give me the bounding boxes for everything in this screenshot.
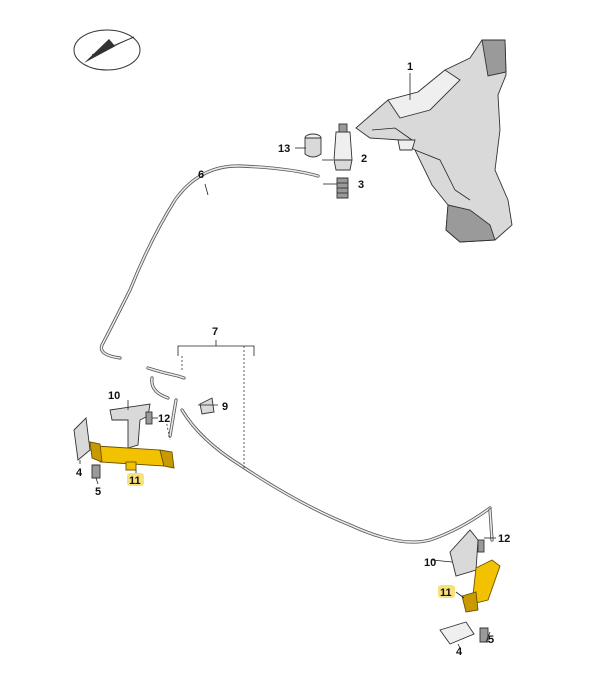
- hose-clip: [199, 397, 215, 415]
- callout-6: 6: [198, 169, 204, 181]
- left-screw: [145, 411, 153, 425]
- callout-2: 2: [361, 153, 367, 165]
- right-holder: [439, 621, 475, 645]
- callout-11-right: 11: [440, 587, 452, 599]
- callout-7: 7: [212, 326, 218, 338]
- callout-4-right: 4: [456, 646, 463, 658]
- leader-lines: [79, 73, 496, 649]
- right-telescopic-cylinder: [461, 559, 501, 613]
- washer-pump: [333, 123, 353, 171]
- callout-11-left: 11: [129, 475, 141, 487]
- callout-4-left: 4: [76, 467, 83, 479]
- callout-12-left: 12: [158, 413, 170, 425]
- left-telescopic-cylinder: [89, 441, 175, 471]
- callout-3: 3: [358, 179, 364, 191]
- right-screw: [477, 539, 485, 553]
- left-clip: [91, 464, 101, 479]
- washer-fluid-reservoir: [355, 39, 513, 243]
- left-holder: [73, 417, 91, 461]
- hose-line: [99, 164, 494, 544]
- callout-13: 13: [278, 143, 290, 155]
- callout-12-right: 12: [498, 533, 510, 545]
- callout-5-left: 5: [95, 486, 101, 498]
- callout-5-right: 5: [488, 634, 494, 646]
- left-bracket: [109, 403, 151, 449]
- callout-10-left: 10: [108, 390, 120, 402]
- callout-11-right-highlight: [438, 585, 455, 598]
- right-clip: [479, 627, 489, 643]
- grommet: [304, 133, 322, 158]
- callout-9: 9: [222, 401, 228, 413]
- direction-arrow-icon: [73, 29, 141, 71]
- callout-11-left-highlight: [127, 473, 144, 486]
- group-bracket-7: [165, 340, 255, 470]
- callout-10-right: 10: [424, 557, 436, 569]
- pump-connector: [336, 177, 349, 199]
- right-bracket: [449, 529, 479, 577]
- callout-1: 1: [407, 61, 413, 73]
